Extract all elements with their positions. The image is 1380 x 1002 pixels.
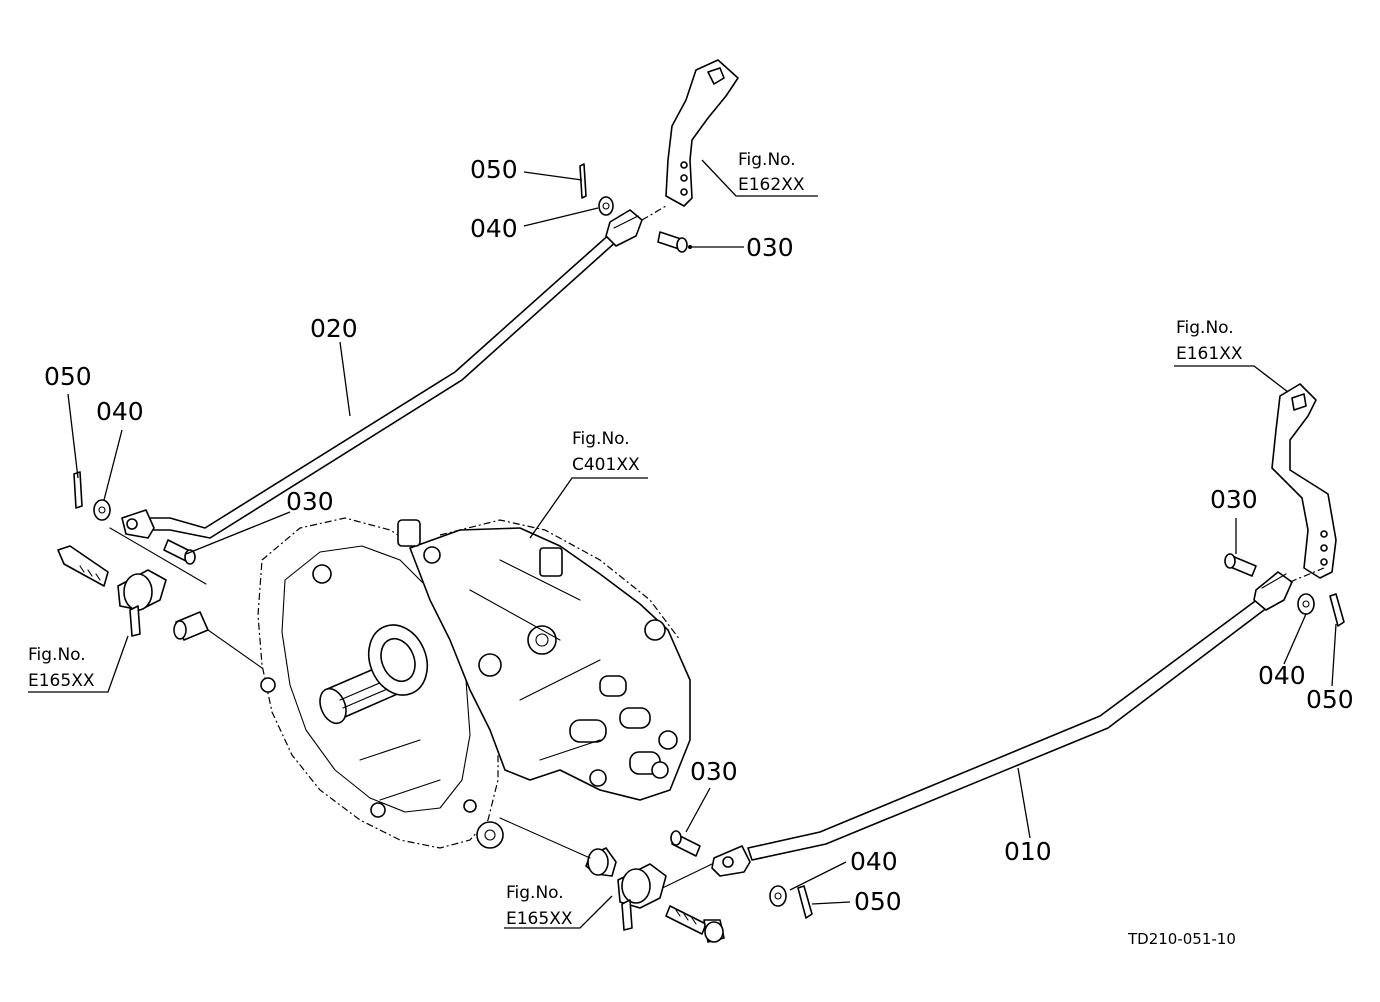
fig-ref-upper-arm: E162XX — [738, 175, 805, 195]
label-030-upper: 030 — [746, 233, 794, 262]
label-030-right: 030 — [1210, 485, 1258, 514]
label-050-left: 050 — [44, 362, 92, 391]
label-030-left: 030 — [286, 487, 334, 516]
part-labels: 050 040 030 020 050 040 030 030 040 050 … — [44, 155, 1354, 916]
cotter-pin-upper — [579, 163, 587, 199]
washer-right — [1297, 593, 1315, 615]
fig-ref-right-arm: E161XX — [1176, 344, 1243, 364]
fig-label-left-bracket: Fig.No. — [28, 645, 86, 665]
fig-ref-left-bracket: E165XX — [28, 671, 95, 691]
label-040-right: 040 — [1258, 661, 1306, 690]
label-030-lower: 030 — [690, 757, 738, 786]
drawing-code: TD210-051-10 — [1127, 930, 1236, 948]
cotter-pin-right — [1329, 593, 1345, 627]
label-040-upper: 040 — [470, 214, 518, 243]
right-fasteners — [1224, 553, 1345, 627]
fig-label-upper-arm: Fig.No. — [738, 150, 796, 170]
fig-ref-lower-bracket: E165XX — [506, 909, 573, 929]
fig-label-right-arm: Fig.No. — [1176, 318, 1234, 338]
upper-arm — [641, 59, 739, 221]
washer-left — [93, 499, 111, 521]
figure-refs: Fig.No. E162XX Fig.No. E161XX Fig.No. C4… — [28, 150, 1243, 929]
fig-label-lower-bracket: Fig.No. — [506, 883, 564, 903]
lower-fasteners — [649, 830, 813, 919]
washer-upper — [598, 196, 614, 216]
right-arm — [1271, 383, 1337, 583]
cotter-pin-lower — [797, 885, 813, 919]
upper-fasteners — [579, 163, 688, 253]
label-040-lower: 040 — [850, 847, 898, 876]
rod-010 — [711, 571, 1293, 877]
fig-label-transmission: Fig.No. — [572, 429, 630, 449]
label-050-upper: 050 — [470, 155, 518, 184]
rod-020 — [121, 209, 643, 539]
label-050-lower: 050 — [854, 887, 902, 916]
fig-ref-transmission: C401XX — [572, 455, 640, 475]
label-010: 010 — [1004, 837, 1052, 866]
washer-lower — [769, 885, 787, 907]
label-020: 020 — [310, 314, 358, 343]
transmission-housing — [257, 517, 691, 849]
left-bracket — [57, 545, 263, 669]
label-050-right: 050 — [1306, 685, 1354, 714]
leader-lines — [28, 159, 1337, 929]
lower-bracket — [499, 817, 725, 943]
label-040-left: 040 — [96, 397, 144, 426]
